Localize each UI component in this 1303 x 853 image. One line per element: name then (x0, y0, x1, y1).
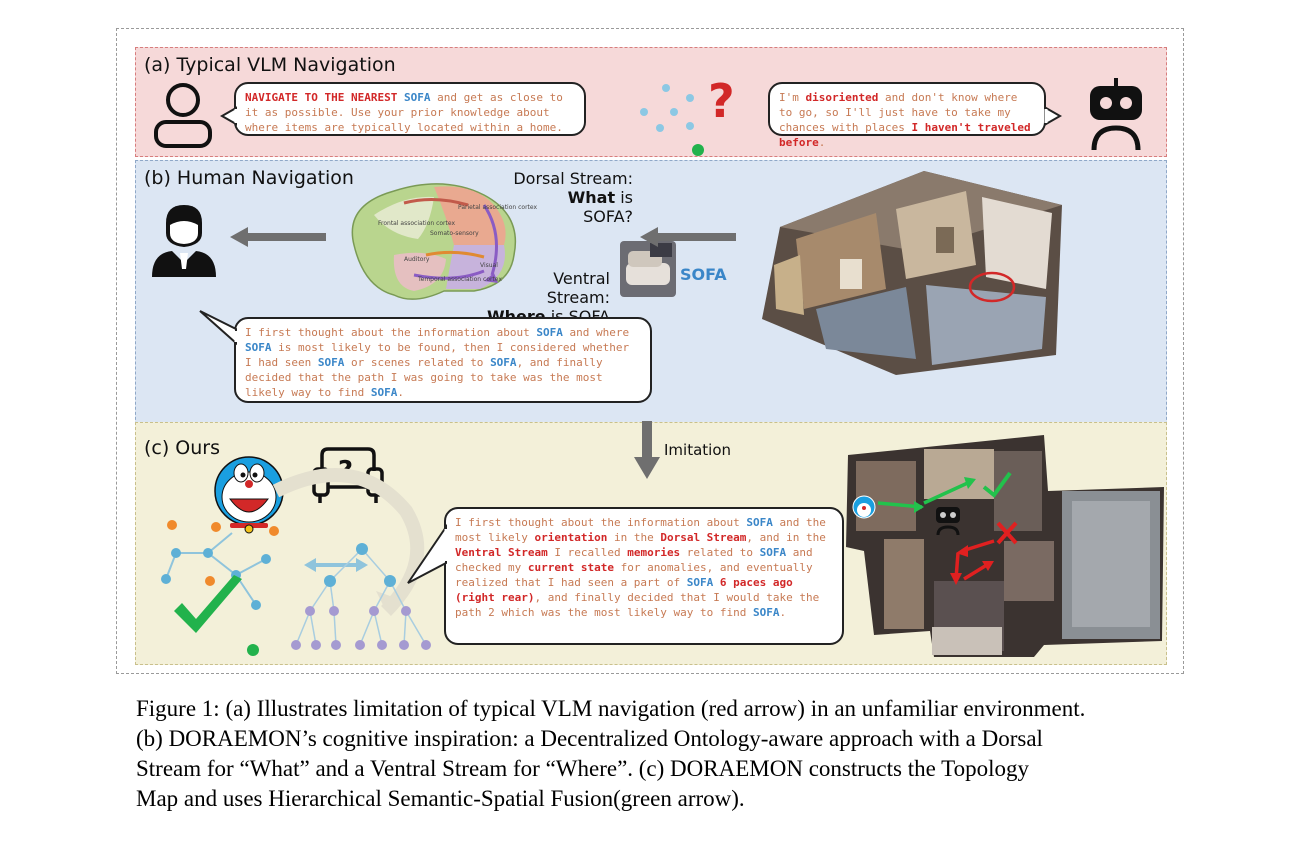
text-segment: , and finally decided that I would take … (455, 591, 820, 619)
dorsal-stream-label: Dorsal Stream: What is SOFA? (513, 169, 633, 226)
caption-line: Figure 1: (a) Illustrates limitation of … (136, 696, 1086, 721)
robot-response-text: I'm disoriented and don't know where to … (779, 91, 1031, 149)
text-segment: I first thought about the information ab… (245, 326, 537, 339)
human-instruction-text: NAVIGATE TO THE NEAREST SOFA and get as … (245, 91, 563, 134)
confusion-dots (640, 84, 704, 156)
bubble-tail (199, 310, 238, 346)
question-mark: ? (708, 74, 735, 128)
text-segment: is most likely to be found, then I consi… (245, 341, 630, 369)
brain-region-label: Frontal association cortex (378, 220, 455, 227)
keyword-red: current state (527, 561, 614, 574)
keyword-blue: SOFA (245, 341, 272, 354)
text-segment: and where (562, 326, 630, 339)
brain-diagram: Frontal association cortex Parietal asso… (351, 183, 537, 300)
text-segment: . (397, 386, 404, 399)
check-icon (174, 575, 242, 633)
panel-b-title: (b) Human Navigation (144, 167, 354, 189)
ventral-stream-label: Ventral Stream: Where is SOFA (487, 269, 610, 326)
text-segment: and checked my (455, 546, 813, 574)
panel-c: (c) Ours Imitation ? (135, 421, 1167, 665)
keyword-red: 6 paces ago (right rear) (455, 576, 793, 604)
left-arrow (230, 227, 326, 247)
brain-region-label: Visual (480, 262, 498, 269)
text-segment (713, 576, 720, 589)
text-segment: for anomalies, and eventually realized t… (455, 561, 813, 589)
human-outline-icon (154, 83, 212, 148)
bubble-tail (219, 106, 238, 126)
down-arrow (634, 421, 660, 479)
human-instruction-bubble: NAVIGATE TO THE NEAREST SOFA and get as … (234, 82, 586, 136)
keyword-red: disoriented (805, 91, 879, 104)
panel-a: (a) Typical VLM Navigation NAVIGATE TO T… (135, 47, 1167, 157)
doraemon-icon (214, 456, 284, 534)
person-suit-icon (152, 205, 216, 277)
keyword-blue: SOFA (317, 356, 345, 369)
panel-a-title: (a) Typical VLM Navigation (144, 54, 396, 76)
keyword-red: Ventral Stream (455, 546, 548, 559)
sofa-label: SOFA (680, 265, 727, 284)
keyword-blue: SOFA (746, 516, 773, 529)
text-segment: , and finally decided that the path I wa… (245, 356, 603, 399)
caption-line: (b) DORAEMON’s cognitive inspiration: a … (136, 726, 1043, 751)
text-segment: and get as close to it as possible. Use … (245, 91, 563, 134)
text-segment: related to (680, 546, 760, 559)
green-dot (247, 644, 259, 656)
keyword-blue: SOFA (759, 546, 787, 559)
brain-region-label: Auditory (404, 256, 430, 263)
keyword-red: I haven't traveled before (779, 121, 1031, 149)
human-thought-bubble: I first thought about the information ab… (234, 317, 652, 403)
house-3d-model (762, 171, 1062, 375)
ours-thought-bubble: I first thought about the information ab… (444, 507, 844, 645)
caption-line: Map and uses Hierarchical Semantic-Spati… (136, 786, 745, 811)
panel-c-title: (c) Ours (144, 437, 221, 459)
text-segment: . (818, 136, 826, 149)
brain-region-label: Temporal association cortex (417, 276, 502, 283)
text-segment: I first thought about the information ab… (455, 516, 747, 529)
robot-response-bubble: I'm disoriented and don't know where to … (768, 82, 1046, 149)
keyword-blue: SOFA (370, 386, 398, 399)
swirl-decoration (272, 468, 425, 616)
text-segment: I'm (779, 91, 806, 104)
human-thought-text: I first thought about the information ab… (245, 326, 629, 399)
topology-graph-small (161, 520, 279, 610)
text-segment: I recalled (547, 546, 628, 559)
text-segment: and don't know where to go, so I'll just… (779, 91, 1018, 134)
keyword-red: NAVIGATE TO THE NEAREST (245, 91, 404, 104)
panel-b: (b) Human Navigation Frontal association… (135, 160, 1167, 440)
keyword-red: Dorsal Stream (660, 531, 747, 544)
text-segment: and the most likely (455, 516, 826, 544)
keyword-red: memories (627, 546, 681, 559)
figure-frame: (a) Typical VLM Navigation NAVIGATE TO T… (116, 28, 1184, 674)
topdown-map (846, 435, 1164, 657)
keyword-red: orientation (534, 531, 608, 544)
keyword-blue: SOFA (686, 576, 714, 589)
bubble-tail (407, 523, 448, 584)
text-segment: , and in the (746, 531, 826, 544)
brain-region-label: Somato-sensory (430, 230, 479, 237)
left-arrow (640, 227, 736, 247)
caption-line: Stream for “What” and a Ventral Stream f… (136, 756, 1029, 781)
bubble-tail (1044, 106, 1063, 126)
sofa-crop-image (620, 241, 676, 297)
text-segment: . (779, 606, 787, 619)
double-arrow (304, 558, 368, 572)
keyword-blue: SOFA (403, 91, 431, 104)
imitation-label: Imitation (664, 441, 732, 459)
text-segment: in the (607, 531, 661, 544)
keyword-blue: SOFA (753, 606, 780, 619)
keyword-blue: SOFA (536, 326, 563, 339)
keyword-blue: SOFA (490, 356, 517, 369)
figure-caption: Figure 1: (a) Illustrates limitation of … (136, 694, 1286, 814)
robot-icon (1090, 78, 1142, 151)
ours-thought-text: I first thought about the information ab… (455, 516, 826, 619)
text-segment: or scenes related to (344, 356, 491, 369)
brain-region-label: Parietal association cortex (458, 204, 537, 211)
hierarchical-tree (291, 543, 431, 650)
